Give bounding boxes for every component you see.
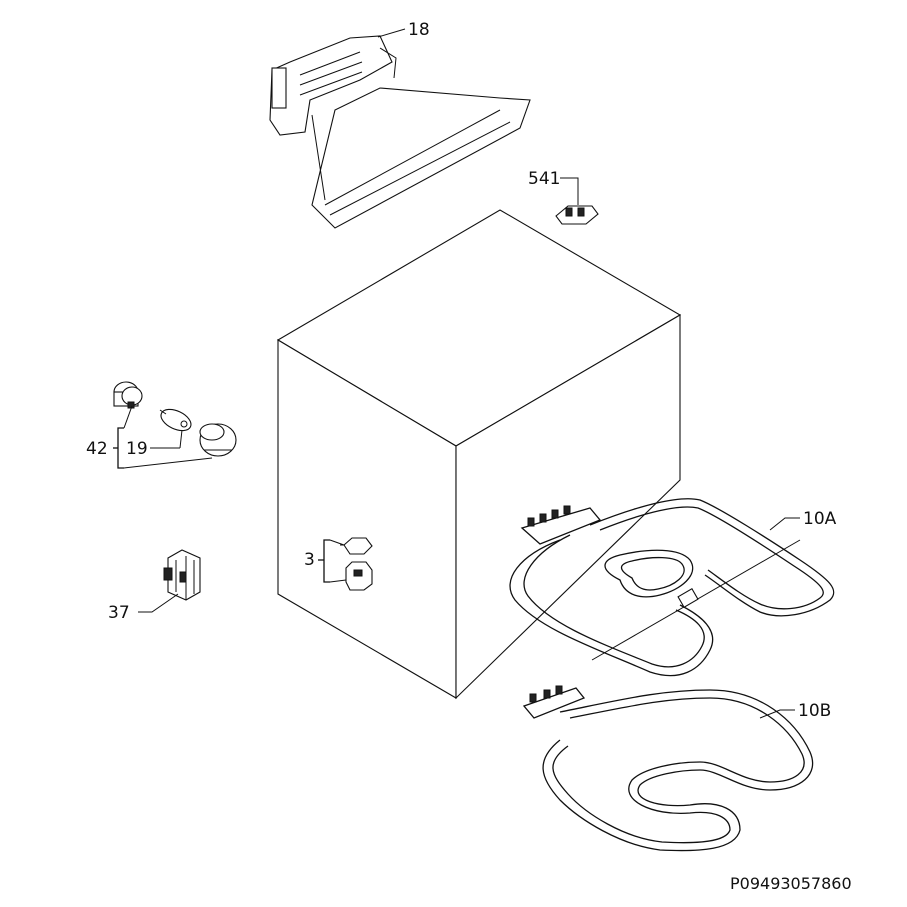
leader-10b [759, 709, 795, 719]
bracket-42-19 [113, 405, 213, 469]
bracket-541-part [555, 205, 599, 225]
fan-shroud-part [269, 35, 531, 229]
label-3: 3 [304, 550, 315, 570]
oven-cavity-box [276, 209, 682, 700]
lamp-bulb-part [159, 408, 192, 432]
heating-element-10a [509, 498, 835, 677]
label-19: 19 [126, 439, 148, 459]
leader-541 [560, 177, 579, 205]
label-10a: 10A [803, 509, 837, 529]
connector-37-part [163, 549, 201, 601]
drawing-number: P09493057860 [730, 874, 852, 893]
thermostat-3-part [340, 537, 373, 591]
heating-element-10b [522, 685, 814, 852]
bracket-3 [318, 539, 347, 583]
lamp-cover-part [199, 423, 237, 457]
lamp-holder-part [113, 381, 143, 409]
leader-10a [769, 517, 800, 531]
label-10b: 10B [798, 701, 831, 721]
label-42: 42 [86, 439, 108, 459]
label-18: 18 [408, 20, 430, 40]
leader-18 [377, 28, 406, 38]
leader-37 [138, 593, 179, 613]
label-541: 541 [528, 169, 560, 189]
label-37: 37 [108, 603, 130, 623]
